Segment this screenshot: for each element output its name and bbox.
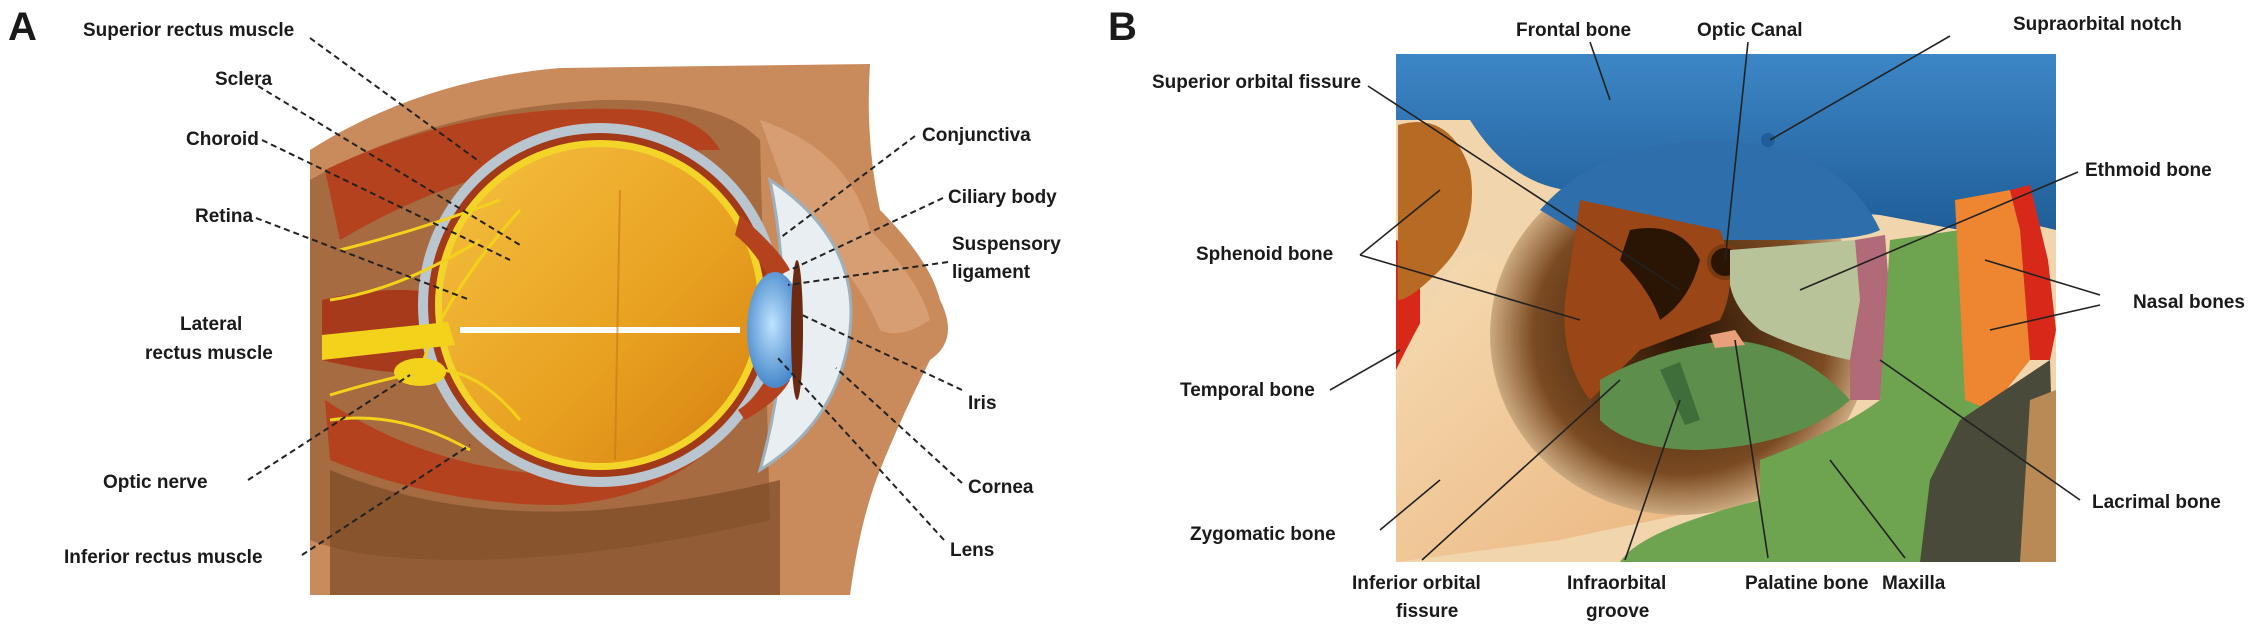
label-optic-nerve: Optic nerve [103,472,208,493]
skin-highlight [760,120,930,334]
lens-shape [747,272,803,388]
optic-nerve-shape [322,322,455,360]
label-superior-orbital-fissure: Superior orbital fissure [1152,72,1361,93]
label-conjunctiva: Conjunctiva [922,125,1031,146]
label-lateral-rectus-line1: Lateral [180,314,242,335]
label-lens: Lens [950,540,994,561]
nerve-branches [329,198,522,452]
superior-orbital-fissure [1620,228,1700,320]
label-suspensory-line1: Suspensory [952,234,1061,255]
label-ethmoid-bone: Ethmoid bone [2085,160,2212,181]
label-inferior-orbital-fissure-line1: Inferior orbital [1352,573,1481,594]
maxilla-bone-region [1620,230,2000,562]
eye-cross-section-illustration [310,64,948,595]
label-zygomatic-bone: Zygomatic bone [1190,524,1336,545]
vitreous-midline-vertical [614,189,621,461]
label-optic-canal: Optic Canal [1697,20,1803,41]
label-retina: Retina [195,206,254,227]
label-nasal-bones: Nasal bones [2133,292,2245,313]
panel-b-letter: B [1108,5,1137,49]
label-palatine-bone: Palatine bone [1745,573,1869,594]
label-sphenoid-bone: Sphenoid bone [1196,244,1333,265]
label-superior-rectus-muscle: Superior rectus muscle [83,20,294,41]
vitreous-body [442,147,758,463]
iris-shape [791,260,803,400]
nasal-bone-red [2010,185,2056,360]
label-temporal-bone: Temporal bone [1180,380,1315,401]
label-inferior-orbital-fissure-line2: fissure [1396,601,1458,622]
panel-b-leader-lines [1329,35,2101,561]
panel-a-letter: A [8,5,37,49]
lower-skull-shadow [330,470,780,595]
nasal-bone-orange [1955,190,2030,410]
label-supraorbital-notch: Supraorbital notch [2013,14,2182,35]
label-inferior-rectus-muscle: Inferior rectus muscle [64,547,263,568]
maxilla-orbital-floor [1600,340,1850,450]
ethmoid-bone-region [1730,240,1860,360]
label-cornea: Cornea [968,477,1034,498]
sphenoid-greater-wing [1398,122,1472,300]
label-iris: Iris [968,393,997,414]
lacrimal-bone-region [1850,235,1890,400]
label-lateral-rectus-line2: rectus muscle [145,343,273,364]
right-edge-tan [2020,390,2056,562]
ciliary-body-shape [735,215,790,420]
supraorbital-notch-mark [1761,133,1775,147]
orbit-bones-illustration [1396,54,2056,563]
label-suspensory-line2: ligament [952,262,1031,283]
label-infraorbital-groove-line2: groove [1586,601,1649,622]
label-choroid: Choroid [186,129,259,150]
label-lacrimal-bone: Lacrimal bone [2092,492,2221,513]
label-frontal-bone: Frontal bone [1516,20,1631,41]
label-maxilla: Maxilla [1882,573,1946,594]
infraorbital-groove-shape [1660,362,1700,425]
label-ciliary-body: Ciliary body [948,187,1057,208]
label-sclera: Sclera [215,69,272,90]
label-infraorbital-groove-line1: Infraorbital [1567,573,1666,594]
nasal-cavity-dark [1920,360,2056,562]
panel-a-leader-lines [247,37,963,556]
